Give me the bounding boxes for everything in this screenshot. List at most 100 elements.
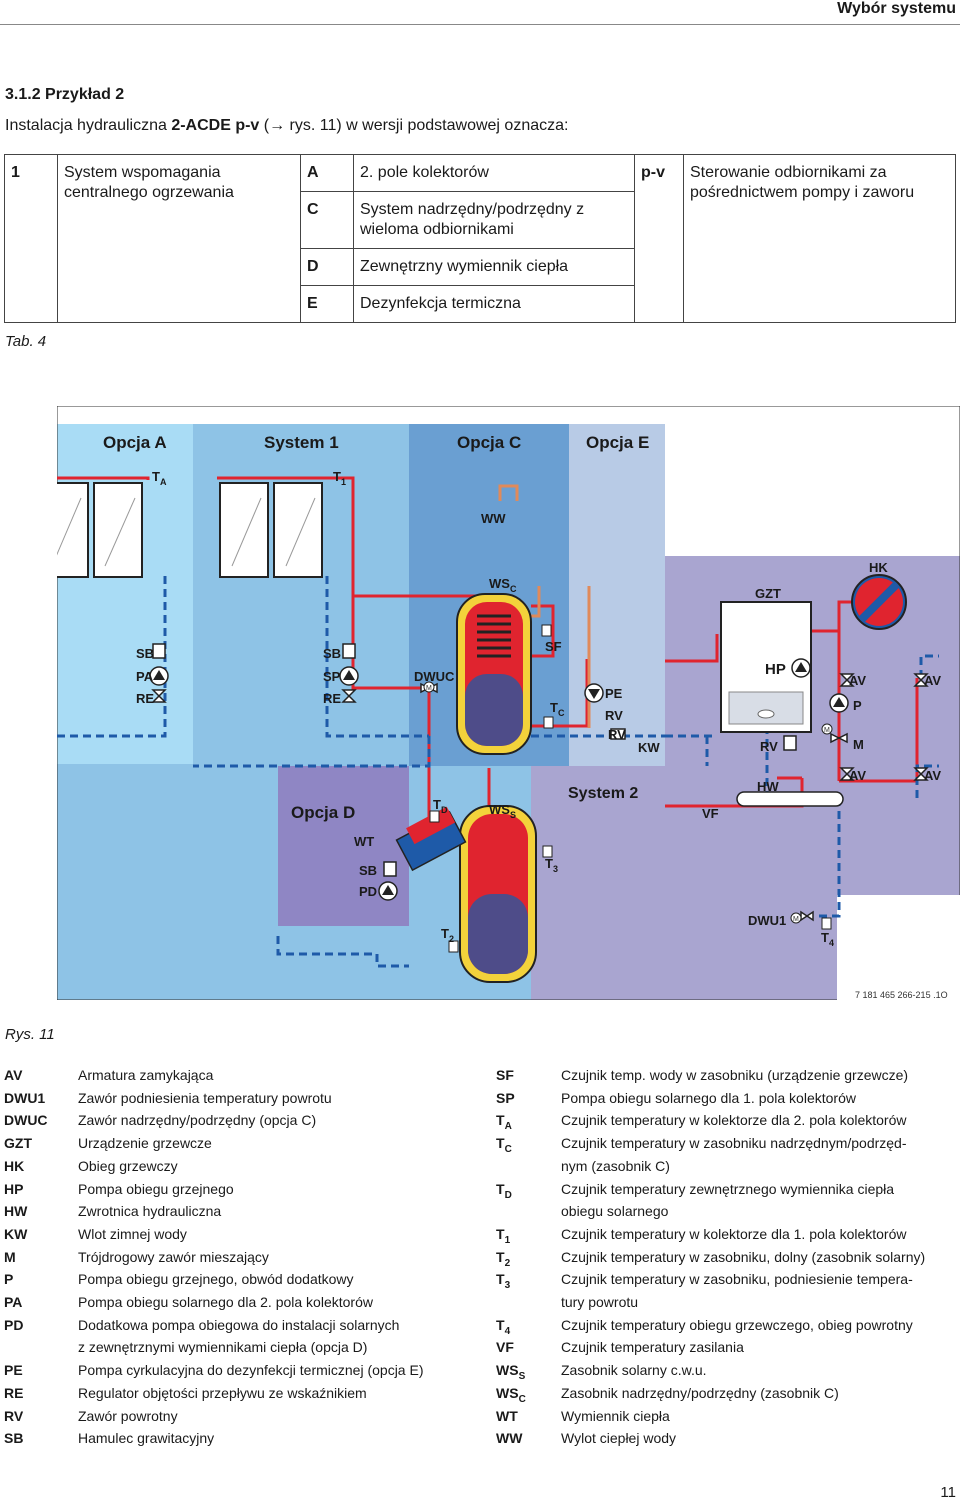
table-caption: Tab. 4 xyxy=(5,333,47,350)
figure-caption: Rys. 11 xyxy=(5,1026,55,1043)
cfg-value: System nadrzędny/podrzędny z wieloma odb… xyxy=(353,191,635,249)
legend-value: Czujnik temperatury w zasobniku, dolny (… xyxy=(561,1248,926,1265)
valve-re-a xyxy=(151,689,167,703)
header-title: Wybór systemu xyxy=(837,0,956,17)
legend-value: obiegu solarnego xyxy=(561,1203,669,1220)
legend-key: P xyxy=(4,1271,14,1288)
section-intro: Instalacja hydrauliczna 2-ACDE p-v (→ ry… xyxy=(5,117,568,135)
diagram-labels: TA T1 WW WSC HK GZT SB PA RE SB SP RE DW… xyxy=(136,469,941,948)
zone-option-d xyxy=(278,766,409,926)
legend-key: WSC xyxy=(496,1382,526,1411)
boiler-panel xyxy=(728,691,804,725)
motor-label-dwu1: M xyxy=(793,916,799,923)
motor-label-dwuc: M xyxy=(426,685,432,692)
pump-pd-arrow xyxy=(382,885,394,895)
legend-key-main: T xyxy=(496,1225,505,1242)
intro-post: (→ rys. 11) w wersji podstawowej oznacza… xyxy=(259,117,569,134)
page-number: 11 xyxy=(940,1484,956,1501)
legend-value: Zawór podniesienia temperatury powrotu xyxy=(78,1089,332,1106)
cfg-system-num: 1 xyxy=(4,154,58,323)
legend-key: PA xyxy=(4,1294,23,1310)
legend-key: WSS xyxy=(496,1359,525,1388)
legend-key: T1 xyxy=(496,1223,510,1252)
zone-title-a: Opcja A xyxy=(103,433,167,452)
legend-key-sub: D xyxy=(504,1189,512,1201)
sensor-tc xyxy=(543,716,554,729)
sensor-t3 xyxy=(542,845,553,858)
valve-rv-kw xyxy=(610,728,626,740)
legend-key-main: T xyxy=(496,1316,505,1333)
legend-key-main: T xyxy=(496,1112,505,1129)
legend-key: DWU1 xyxy=(4,1089,46,1106)
valves xyxy=(151,643,929,922)
diagram-code: 7 181 465 266-215 .1O xyxy=(855,990,948,1000)
legend-key-sub: 4 xyxy=(504,1325,511,1337)
label-sf: SF xyxy=(545,639,562,654)
tank-ws-s xyxy=(459,805,537,983)
cfg-value: Zewnętrzny wymiennik ciepła xyxy=(353,248,635,286)
zone-title-s1: System 1 xyxy=(264,433,339,452)
pump-hp-arrow xyxy=(795,662,807,672)
label-pe: PE xyxy=(605,686,623,701)
hydraulic-switch-hw xyxy=(736,791,844,807)
heat-exchanger-hot xyxy=(406,806,456,845)
legend-value: Wylot ciepłej wody xyxy=(561,1430,677,1447)
pipe-t2 xyxy=(375,954,409,968)
legend-row-right: obiegu solarnego xyxy=(496,1200,960,1222)
sensors xyxy=(423,624,833,953)
label-pa: PA xyxy=(136,669,154,684)
pipe-return-bus xyxy=(193,736,431,768)
collector-panel xyxy=(219,482,269,578)
zone-option-e xyxy=(569,424,665,766)
cfg-value: Dezynfekcja termiczna xyxy=(353,285,635,323)
label-m: M xyxy=(853,737,864,752)
valve-rv-boiler xyxy=(783,735,797,751)
legend-value: Urządzenie grzewcze xyxy=(78,1135,212,1152)
motor-label-m: M xyxy=(824,727,830,734)
collector-field-1 xyxy=(219,482,323,578)
tank-ws-c-cold xyxy=(465,674,523,746)
legend-value: Zasobnik solarny c.w.u. xyxy=(561,1362,707,1379)
label-tc: TC xyxy=(550,700,565,718)
cfg-key: D xyxy=(300,248,354,286)
legend-key: TA xyxy=(496,1109,512,1138)
pipe-ww xyxy=(498,484,519,501)
label-t1: T1 xyxy=(333,469,346,487)
motor-m xyxy=(821,723,833,735)
label-sp: SP xyxy=(323,669,341,684)
intro-code: 2-ACDE p-v xyxy=(171,117,260,134)
legend-key: HK xyxy=(4,1157,25,1174)
valve-sb-1 xyxy=(342,643,356,659)
tank-ws-s-cold xyxy=(468,894,528,974)
legend-key: SP xyxy=(496,1087,515,1116)
legend-value: Czujnik temperatury w kolektorze dla 2. … xyxy=(561,1112,907,1129)
legend-key-sub: 2 xyxy=(504,1257,511,1269)
legend-row-right: tury powrotu xyxy=(496,1291,960,1313)
zone-system-2-left xyxy=(531,766,665,1000)
legend-value: Czujnik temperatury obiegu grzewczego, o… xyxy=(561,1316,913,1333)
label-rv-e: RV xyxy=(605,708,623,723)
legend-value: Pompa obiegu solarnego dla 1. pola kolek… xyxy=(561,1089,856,1106)
collector-panel xyxy=(93,482,143,578)
heat-exchanger-wt xyxy=(395,806,467,872)
sensor-sf xyxy=(541,624,552,637)
legend-value: Wymiennik ciepła xyxy=(561,1407,670,1424)
sensor-td xyxy=(429,810,440,823)
code-area xyxy=(837,895,960,1000)
legend-key-main: T xyxy=(496,1271,505,1288)
legend-key: TC xyxy=(496,1132,512,1161)
pump-pe-arrow xyxy=(588,689,600,699)
legend-key-main: T xyxy=(496,1135,505,1152)
legend-key-sub: C xyxy=(518,1393,526,1405)
